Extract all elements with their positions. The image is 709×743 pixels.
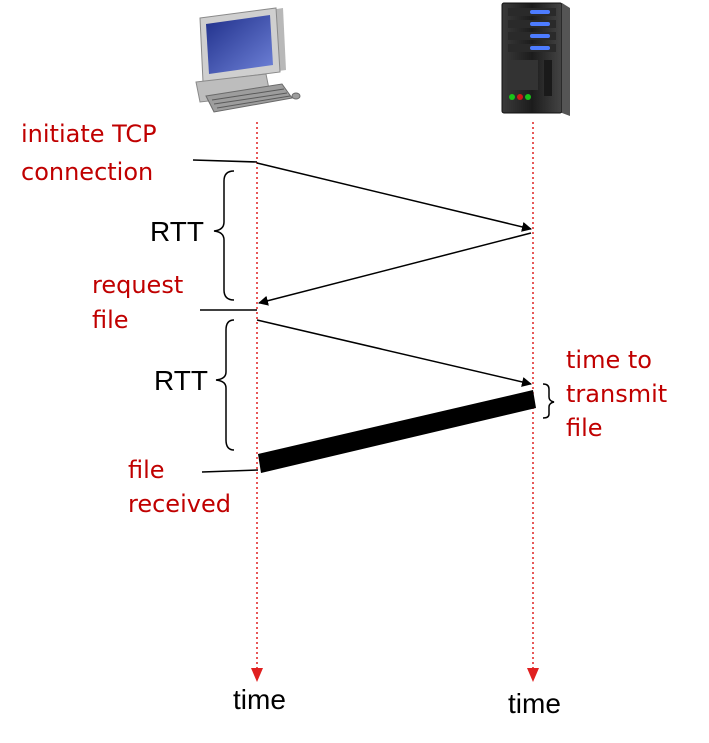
desktop-computer-icon <box>195 7 301 113</box>
transmit-brace <box>542 383 555 419</box>
rtt-brace-2 <box>215 319 235 451</box>
client-time-label: time <box>233 684 286 715</box>
initiate-leader-line <box>192 159 258 163</box>
server-timeline-arrowhead <box>527 668 539 682</box>
received-label-line2: received <box>128 490 231 518</box>
synack-arrow <box>258 232 532 306</box>
initiate-label-line1: initiate TCP <box>21 120 157 148</box>
rtt-label-1: RTT <box>150 216 204 247</box>
transmit-label-line3: file <box>566 414 603 442</box>
syn-arrow <box>256 162 532 232</box>
received-label-line1: file <box>128 456 165 484</box>
server-time-label: time <box>508 688 561 719</box>
received-leader-line <box>201 469 259 473</box>
request-label-line2: file <box>92 306 129 334</box>
rtt-brace-1 <box>213 170 235 301</box>
transmit-label-line2: transmit <box>566 380 667 408</box>
request-label-line1: request <box>92 271 183 299</box>
file-transmission-bar <box>258 390 536 473</box>
client-timeline <box>251 122 263 682</box>
request-arrow <box>256 319 532 387</box>
rtt-label-2: RTT <box>154 365 208 396</box>
initiate-label-line2: connection <box>21 158 153 186</box>
server-tower-icon <box>501 2 570 116</box>
server-timeline <box>527 122 539 682</box>
client-timeline-arrowhead <box>251 668 263 682</box>
transmit-label-line1: time to <box>566 346 652 374</box>
